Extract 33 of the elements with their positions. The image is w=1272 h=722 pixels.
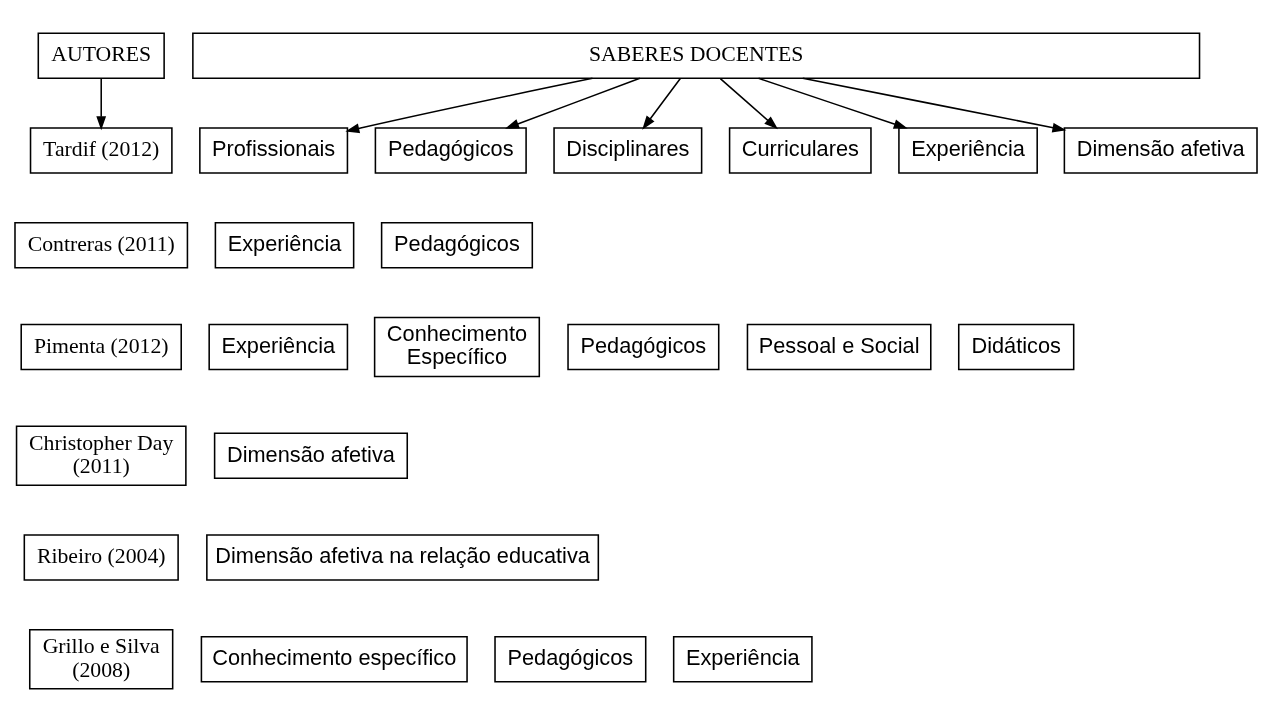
node-box: Disciplinares bbox=[553, 127, 703, 174]
node-box: Pedagógicos bbox=[494, 635, 647, 683]
node-box: Pimenta (2012) bbox=[20, 323, 182, 371]
arrow bbox=[719, 77, 778, 130]
arrow bbox=[96, 77, 107, 131]
node-box: AUTORES bbox=[37, 32, 165, 80]
node-box: Tardif (2012) bbox=[29, 127, 173, 174]
node-box: Experiência bbox=[208, 323, 349, 371]
arrow bbox=[505, 77, 641, 129]
node-box: Experiência bbox=[898, 127, 1038, 174]
arrow bbox=[757, 77, 908, 129]
node-box: Experiência bbox=[214, 221, 355, 269]
arrow bbox=[642, 77, 682, 130]
arrow bbox=[802, 77, 1067, 133]
node-box: Pedagógicos bbox=[380, 221, 534, 269]
node-box: SABERES DOCENTES bbox=[192, 32, 1201, 80]
node-box: Conhecimento Específico bbox=[373, 316, 541, 378]
node-box: Dimensão afetiva bbox=[1063, 127, 1258, 174]
node-box: Pedagógicos bbox=[374, 127, 527, 174]
node-box: Grillo e Silva (2008) bbox=[28, 628, 174, 690]
node-box: Didáticos bbox=[957, 323, 1075, 371]
node-box: Conhecimento específico bbox=[200, 635, 468, 683]
node-box: Dimensão afetiva na relação educativa bbox=[206, 534, 600, 581]
node-box: Contreras (2011) bbox=[14, 221, 189, 269]
arrow bbox=[345, 77, 594, 134]
node-box: Pedagógicos bbox=[567, 323, 720, 371]
node-box: Experiência bbox=[672, 635, 813, 683]
node-box: Curriculares bbox=[728, 127, 872, 174]
node-box: Ribeiro (2004) bbox=[23, 534, 179, 581]
node-box: Dimensão afetiva bbox=[213, 432, 409, 480]
node-box: Profissionais bbox=[199, 127, 349, 174]
node-box: Christopher Day (2011) bbox=[15, 425, 187, 487]
node-box: Pessoal e Social bbox=[746, 323, 932, 371]
